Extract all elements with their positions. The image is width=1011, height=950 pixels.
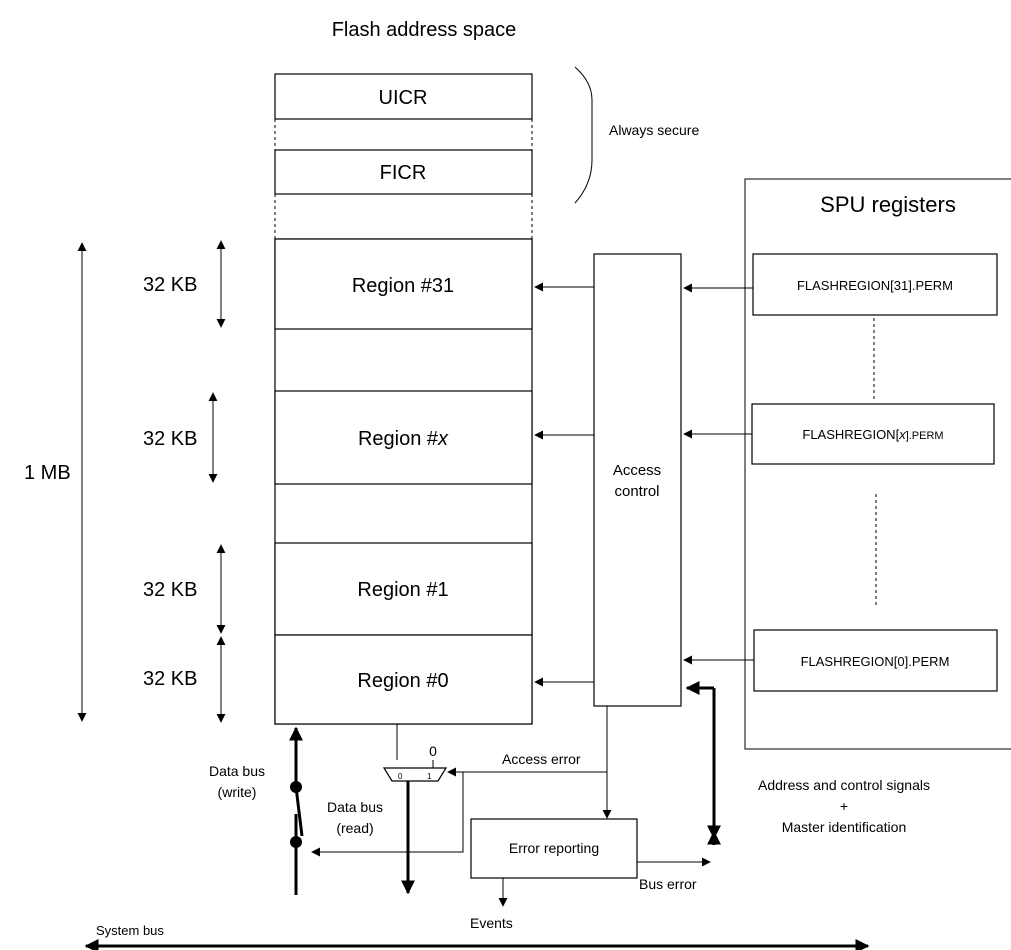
- region-31-block: [274, 238, 533, 330]
- data-bus-read-label-2: (read): [336, 820, 373, 836]
- reg-31-label: FLASHREGION[31].PERM: [797, 278, 953, 293]
- reg-31-block: [752, 253, 998, 316]
- region-1-block: [274, 542, 533, 636]
- write-switch: [294, 786, 304, 837]
- diagram-title: Flash address space: [332, 19, 517, 41]
- always-secure-label: Always secure: [609, 122, 699, 138]
- system-bus-label: System bus: [96, 923, 164, 938]
- total-size-label: 1 MB: [24, 462, 71, 484]
- mux-in0-label: 0: [398, 772, 403, 781]
- error-reporting-label: Error reporting: [509, 840, 599, 856]
- region-31-size-label: 32 KB: [143, 274, 197, 296]
- reg-x-block: [751, 403, 995, 465]
- bus-error-label: Bus error: [639, 876, 697, 892]
- addr-ctrl-label-3: Master identification: [782, 819, 907, 835]
- region-0-size-label: 32 KB: [143, 668, 197, 690]
- region-1-label: Region #1: [357, 579, 448, 601]
- region-x-label: Region #x: [358, 428, 449, 450]
- reg-0-block: [753, 629, 998, 692]
- ficr-label: FICR: [380, 162, 427, 184]
- data-bus-read-label-1: Data bus: [327, 799, 383, 815]
- access-control-label-2: control: [614, 483, 659, 500]
- uicr-label: UICR: [379, 87, 428, 109]
- secure-brace: [574, 66, 593, 204]
- region-1-size-label: 32 KB: [143, 579, 197, 601]
- mux-in1-label: 1: [427, 772, 432, 781]
- data-bus-write-label-2: (write): [218, 784, 257, 800]
- region-31-label: Region #31: [352, 275, 454, 297]
- region-0-block: [274, 634, 533, 725]
- reg-x-label: FLASHREGION[x].PERM: [802, 427, 943, 442]
- data-bus-write-label-1: Data bus: [209, 763, 265, 779]
- access-control-label-1: Access: [613, 462, 661, 479]
- uicr-block: [274, 73, 533, 120]
- region-x-block: [274, 390, 533, 485]
- events-label: Events: [470, 915, 513, 931]
- reg-0-label: FLASHREGION[0].PERM: [801, 654, 950, 669]
- ficr-block: [274, 149, 533, 195]
- access-error-to-switch-arrow: [311, 772, 464, 857]
- access-control-block: [593, 253, 682, 707]
- write-switch-contact-bottom: [290, 836, 302, 848]
- spu-registers-box: [744, 178, 1011, 750]
- spu-registers-title: SPU registers: [820, 192, 956, 217]
- mux-zero-input-label: 0: [429, 743, 437, 759]
- write-switch-contact-top: [290, 781, 302, 793]
- addr-ctrl-label-2: +: [840, 798, 848, 814]
- region-0-label: Region #0: [357, 670, 448, 692]
- error-reporting-block: [470, 818, 638, 879]
- read-data-mux: [382, 767, 448, 782]
- region-x-size-label: 32 KB: [143, 428, 197, 450]
- addr-ctrl-label-1: Address and control signals: [758, 777, 930, 793]
- access-error-label: Access error: [502, 751, 581, 767]
